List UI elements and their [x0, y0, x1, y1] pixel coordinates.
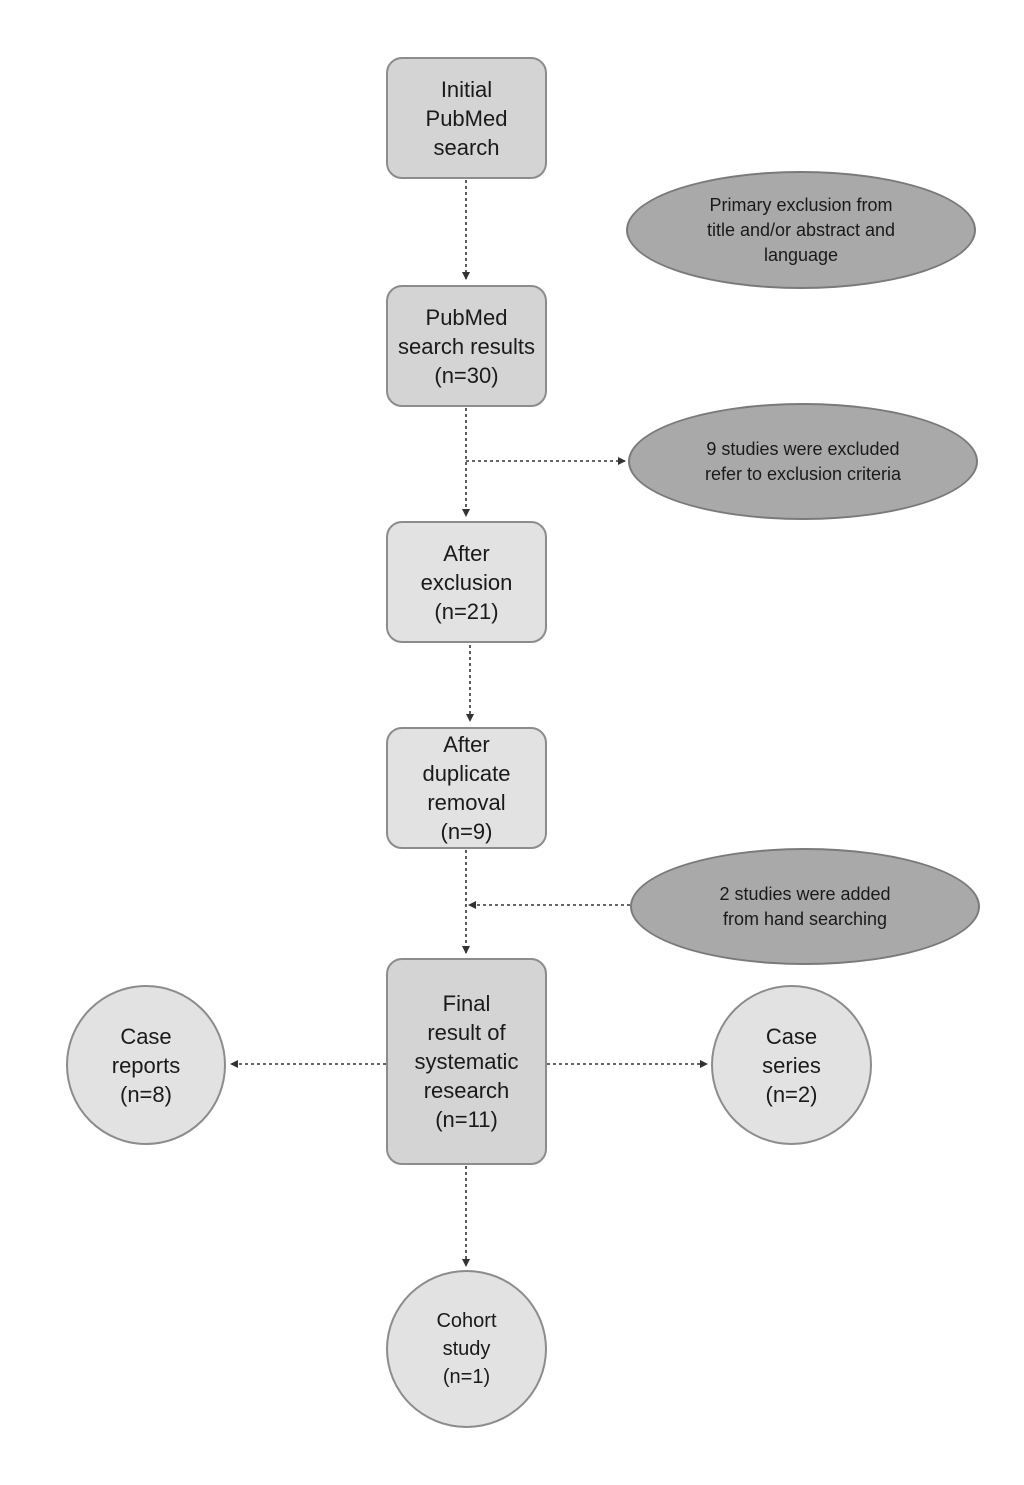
case-series-label: Case series (n=2) — [762, 1023, 821, 1107]
case-reports-label: Case reports (n=8) — [111, 1023, 181, 1107]
after-duplicate-label: After duplicate removal (n=9) — [422, 732, 511, 844]
final-result-label: Final result of systematic research (n=1… — [414, 991, 519, 1132]
primary-exclusion-note: Primary exclusion from title and/or abst… — [626, 171, 976, 289]
initial-search-box: Initial PubMed search — [386, 57, 547, 179]
studies-excluded-label: 9 studies were excluded refer to exclusi… — [704, 438, 902, 484]
search-results-box: PubMed search results (n=30) — [386, 285, 547, 407]
case-reports-circle: Case reports (n=8) — [66, 985, 226, 1145]
cohort-study-label: Cohort study (n=1) — [436, 1310, 497, 1388]
initial-search-label: Initial PubMed search — [425, 76, 508, 160]
after-duplicate-box: After duplicate removal (n=9) — [386, 727, 547, 849]
studies-excluded-note: 9 studies were excluded refer to exclusi… — [628, 403, 978, 520]
final-result-box: Final result of systematic research (n=1… — [386, 958, 547, 1165]
primary-exclusion-label: Primary exclusion from title and/or abst… — [706, 194, 896, 265]
studies-added-label: 2 studies were added from hand searching — [719, 883, 891, 929]
studies-added-note: 2 studies were added from hand searching — [630, 848, 980, 965]
search-results-label: PubMed search results (n=30) — [398, 304, 535, 388]
after-exclusion-label: After exclusion (n=21) — [420, 540, 513, 624]
after-exclusion-box: After exclusion (n=21) — [386, 521, 547, 643]
case-series-circle: Case series (n=2) — [711, 985, 872, 1145]
cohort-study-circle: Cohort study (n=1) — [386, 1270, 547, 1428]
